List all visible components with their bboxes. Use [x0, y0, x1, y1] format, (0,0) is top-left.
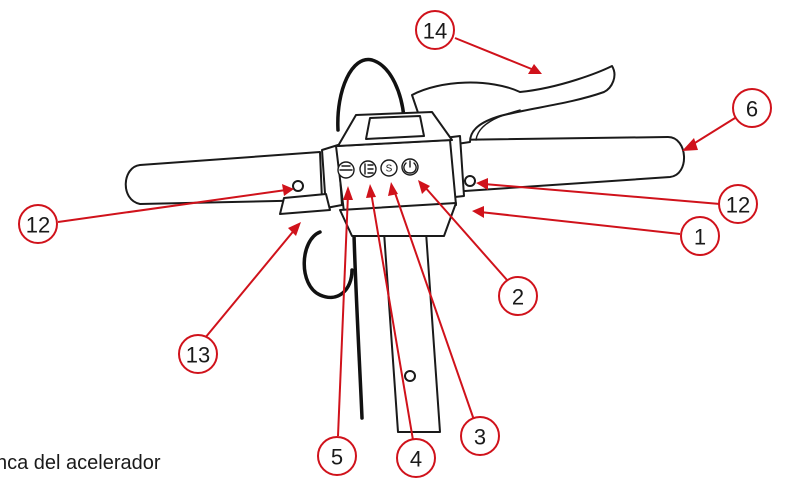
display-cable: [352, 233, 364, 420]
callout-2: 2: [498, 276, 538, 316]
horn-button: [337, 161, 355, 179]
callout-12-right: 12: [718, 184, 758, 224]
callout-2-label: 2: [512, 285, 524, 310]
right-grip-screw: [464, 175, 476, 187]
left-grip-screw: [292, 180, 304, 192]
brake-cable: [336, 57, 406, 132]
leader-lines: [57, 37, 736, 441]
caption-text: nca del acelerador: [0, 452, 161, 474]
leader-5: [337, 193, 349, 437]
callout-12-right-label: 12: [726, 193, 750, 218]
callout-6: 6: [732, 88, 772, 128]
callout-4: 4: [396, 438, 436, 478]
leader-13: [204, 227, 297, 339]
leader-6: [689, 117, 736, 147]
leader-4: [370, 191, 414, 441]
callout-12-left-label: 12: [26, 213, 50, 238]
leader-2: [423, 185, 508, 281]
speed-button-label: S: [386, 164, 393, 175]
leader-12-left: [57, 189, 287, 223]
callout-3: 3: [460, 416, 500, 456]
callout-3-label: 3: [474, 425, 486, 450]
callout-14-label: 14: [423, 19, 447, 44]
throttle-paddle: [279, 193, 331, 215]
callout-14: 14: [415, 10, 455, 50]
column-bolt: [404, 370, 416, 382]
leader-3: [393, 189, 475, 421]
callout-13-label: 13: [186, 343, 210, 368]
callout-12-left: 12: [18, 204, 58, 244]
callout-4-label: 4: [410, 447, 422, 472]
right-grip: [447, 136, 685, 193]
callout-5-label: 5: [331, 445, 343, 470]
callout-13: 13: [178, 334, 218, 374]
callout-1: 1: [680, 216, 720, 256]
display-base: [339, 202, 457, 237]
throttle-cable-loop: [302, 230, 354, 300]
brake-lever: [411, 65, 616, 149]
speed-button: S: [380, 159, 398, 177]
brake-lever-edge: [475, 109, 521, 141]
callout-1-label: 1: [694, 225, 706, 250]
callout-5: 5: [317, 436, 357, 476]
leader-1: [479, 211, 681, 235]
callout-6-label: 6: [746, 97, 758, 122]
power-button: [401, 158, 419, 176]
display-screen: [365, 115, 425, 140]
leader-14: [454, 37, 535, 71]
light-button: [359, 160, 377, 178]
steering-column: [383, 231, 441, 433]
leader-12-right: [483, 183, 721, 205]
